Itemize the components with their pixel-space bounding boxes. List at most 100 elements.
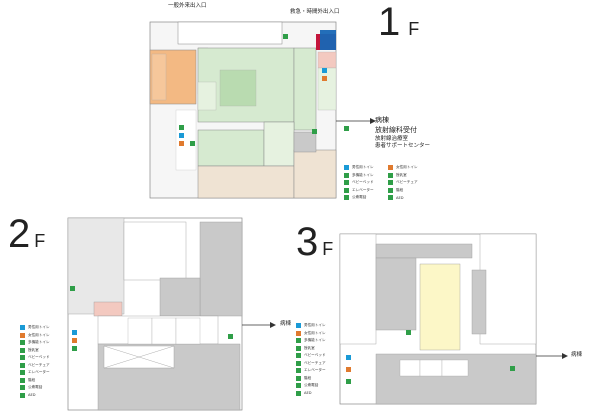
legend-label: AED	[304, 391, 312, 395]
legend-label: ベビーチェア	[304, 360, 326, 365]
aed-icon	[20, 392, 25, 398]
floor3-hall-yellow	[419, 263, 461, 351]
legend-label: 公衆電話	[352, 195, 367, 199]
baby-bed-icon	[344, 180, 349, 185]
floor1-radiation-therapy: 放射線治療室	[375, 136, 409, 142]
general-entrance-label: 一般外来出入口	[168, 3, 207, 9]
nursing-room-icon	[388, 172, 393, 178]
floor1-orange-inner	[151, 53, 167, 101]
legend-item: 男性用トイレ	[20, 324, 50, 331]
accessible-toilet-icon	[346, 379, 351, 384]
legend-label: 男性用トイレ	[304, 323, 326, 327]
legend-item: AED	[296, 390, 326, 397]
legend-item: 授乳室	[296, 345, 326, 352]
floor2-room-c	[175, 317, 201, 345]
emergency-entrance-label: 救急・時間外出入口	[290, 9, 340, 15]
stairs-icon	[344, 126, 349, 131]
legend-item: 階段	[296, 375, 326, 382]
floor-1-suffix: F	[408, 19, 420, 39]
elevator-icon	[510, 366, 515, 371]
floor3-bottom-room-2	[419, 359, 443, 377]
female-toilet-icon	[179, 141, 184, 146]
floor2-block-right	[199, 221, 243, 317]
legend-label: 女性用トイレ	[304, 330, 326, 335]
legend-label: エレベーター	[304, 368, 326, 372]
floor-2-number: 2	[8, 212, 31, 256]
floor2-block-left-top	[67, 217, 125, 315]
female-toilet-icon	[346, 367, 351, 372]
legend-item: ベビーベッド	[296, 352, 326, 359]
legend-item: 女性用トイレ	[20, 332, 50, 339]
floor1-patient-support: 患者サポートセンター	[375, 143, 431, 149]
floor3-left-block	[339, 233, 377, 345]
floor3-top-rooms	[375, 243, 473, 259]
legend-label: ベビーベッド	[352, 180, 374, 184]
floor1-elevator-core	[293, 131, 317, 153]
floor3-right-rooms	[471, 269, 487, 335]
legend-label: 女性用トイレ	[396, 165, 418, 169]
male-toilet-icon	[322, 68, 327, 73]
legend-item: ベビーチェア	[296, 360, 326, 367]
legend-label: 公衆電話	[28, 385, 43, 389]
legend-item: 階段	[20, 377, 50, 384]
legend-item: 公衆電話	[344, 194, 384, 201]
legend-item: ベビーチェア	[20, 362, 50, 369]
phone-icon	[20, 385, 25, 390]
male-toilet-icon	[179, 133, 184, 138]
male-toilet-icon	[20, 325, 25, 330]
male-toilet-icon	[344, 165, 349, 170]
legend-label: エレベーター	[352, 187, 374, 192]
legend-item: 授乳室	[20, 347, 50, 354]
legend-item: ベビーベッド	[20, 354, 50, 361]
baby-chair-icon	[388, 180, 393, 185]
legend-label: 授乳室	[304, 345, 315, 350]
elevator-icon	[179, 125, 184, 130]
floor1-green-waiting	[197, 81, 217, 111]
legend-item: 公衆電話	[20, 384, 50, 391]
elevator-icon	[312, 129, 317, 134]
legend-item: エレベーター	[344, 187, 384, 194]
floor3-left-rooms	[375, 257, 417, 331]
elevator-icon	[344, 187, 349, 193]
baby-bed-icon	[20, 355, 25, 360]
elevator-icon	[20, 370, 25, 375]
floor3-bottom-room-3	[441, 359, 469, 377]
legend-label: 多機能トイレ	[28, 340, 50, 344]
legend-label: 男性用トイレ	[28, 325, 50, 329]
floor3-bottom-room-1	[399, 359, 421, 377]
floor2-plan	[67, 217, 276, 411]
legend-label: 公衆電話	[304, 383, 319, 387]
floor1-right-rooms	[293, 47, 317, 131]
stairs-icon	[296, 375, 301, 381]
legend-label: エレベーター	[28, 370, 50, 374]
floor2-pink-room	[93, 301, 123, 317]
aed-icon	[388, 195, 393, 200]
legend-item: 女性用トイレ	[388, 164, 428, 171]
legend-item: 男性用トイレ	[344, 164, 384, 171]
legend-item: ベビーベッド	[344, 179, 384, 186]
floor-3-suffix: F	[322, 239, 334, 259]
accessible-toilet-icon	[283, 34, 288, 39]
floor1-ward-arrow-head	[370, 118, 376, 124]
floor2-room-a	[127, 317, 153, 345]
stairs-icon	[20, 377, 25, 383]
legend-label: 多機能トイレ	[352, 172, 374, 177]
floor1-green-hall	[219, 69, 257, 107]
floor-1-number: 1	[378, 0, 401, 44]
stairs-icon	[406, 330, 411, 335]
floor1-top-corridor	[177, 21, 283, 45]
legend-item: 公衆電話	[296, 382, 326, 389]
legend-item: AED	[388, 194, 428, 201]
floor2-block-center-top	[123, 221, 187, 281]
legend-item: 授乳室	[388, 172, 428, 179]
female-toilet-icon	[388, 165, 393, 170]
floor1-right-green2	[317, 67, 337, 111]
legend-label: ベビーチェア	[28, 362, 50, 367]
elevator-icon	[296, 368, 301, 373]
stairs-icon	[388, 187, 393, 193]
legend-floor3: 男性用トイレ女性用トイレ多機能トイレ授乳室ベビーベッドベビーチェアエレベーター階…	[296, 322, 326, 397]
accessible-toilet-icon	[344, 172, 349, 178]
legend-item: 多機能トイレ	[20, 339, 50, 346]
